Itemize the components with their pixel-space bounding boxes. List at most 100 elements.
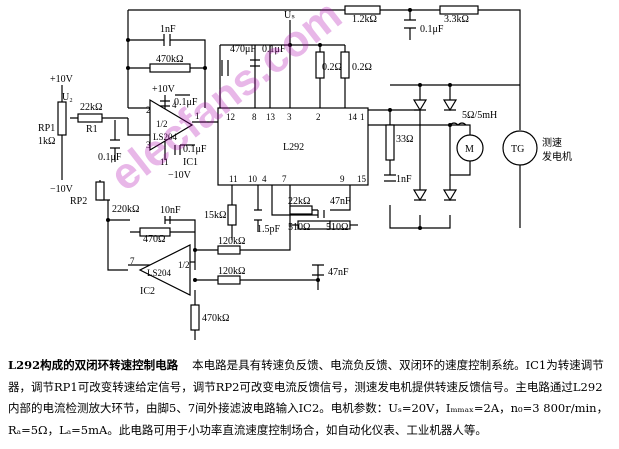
svg-text:33Ω: 33Ω [396,134,413,145]
motor-label: M [465,144,474,155]
ic1-half-label: 1/2 [156,119,168,129]
resistor-15k [227,204,237,226]
svg-text:0.1μF: 0.1μF [262,44,286,55]
svg-text:3.3kΩ: 3.3kΩ [444,14,469,25]
svg-text:+10V: +10V [50,74,74,85]
svg-text:470μF: 470μF [230,44,256,55]
svg-text:0.1μF: 0.1μF [174,97,198,108]
svg-text:120kΩ: 120kΩ [218,236,245,247]
svg-text:0.1μF: 0.1μF [98,152,122,163]
ic1-name-label: LS204 [153,132,178,142]
svg-text:47nF: 47nF [330,196,351,207]
svg-text:510Ω: 510Ω [326,222,348,233]
resistor-33 [385,124,395,161]
pin-3-label: 3 [287,112,292,122]
diode-3 [412,189,428,202]
resistor-1k2 [344,5,381,15]
ic2-half-label: 1/2 [178,260,190,270]
l292-label: L292 [283,142,304,153]
pin-15-label: 15 [357,174,367,184]
svg-text:15kΩ: 15kΩ [204,210,226,221]
pin-12-label: 12 [226,112,235,122]
ic1-pin1: 1 [195,111,200,121]
diodes [412,99,458,202]
caption: L292构成的双闭环转速控制电路本电路是具有转速负反馈、电流负反馈、双闭环的速度… [8,355,612,441]
pin-4-label: 4 [262,174,267,184]
pin-8-label: 8 [252,112,257,122]
diode-4 [442,189,458,202]
svg-text:0.2Ω: 0.2Ω [322,62,342,73]
svg-text:1.5pF: 1.5pF [257,224,281,235]
svg-text:220kΩ: 220kΩ [112,204,139,215]
svg-text:测速: 测速 [542,136,562,149]
resistors [57,5,479,331]
resistor-470k-bot [190,304,200,331]
motor-icon [456,134,484,162]
resistor-470 [139,227,171,237]
resistor-22k-b [289,205,313,215]
ic1-pin2: 2 [146,105,151,115]
svg-text:22kΩ: 22kΩ [80,102,102,113]
svg-text:1nF: 1nF [396,174,412,185]
resistor-470k-top [149,63,191,73]
resistor-3k3 [439,5,479,15]
pin-1-label: 1 [360,112,365,122]
svg-text:1.2kΩ: 1.2kΩ [352,14,377,25]
potentiometer-rp1 [57,101,67,136]
resistor-510-b [329,220,351,230]
svg-text:R1: R1 [86,124,98,135]
ic2-label: IC2 [140,286,155,297]
ic1-opamp [149,98,194,152]
svg-text:+10V: +10V [152,84,176,95]
inductor-icon [449,122,467,126]
pin-14-label: 14 [348,112,358,122]
svg-text:−10V: −10V [168,170,192,181]
ic1-pin3: 3 [146,140,151,150]
pin-7-label: 7 [282,174,287,184]
svg-text:470Ω: 470Ω [143,234,165,245]
svg-text:510Ω: 510Ω [288,222,310,233]
svg-text:47nF: 47nF [328,267,349,278]
svg-text:0.1μF: 0.1μF [420,24,444,35]
svg-text:发电机: 发电机 [542,150,572,163]
pin-11-label: 11 [229,174,238,184]
svg-text:−10V: −10V [50,184,74,195]
pin-13-label: 13 [266,112,276,122]
caption-body: 本电路是具有转速负反馈、电流负反馈、双闭环的速度控制系统。IC1为转速调节器，调… [8,358,609,437]
svg-text:RP1: RP1 [38,123,55,134]
pin-9-label: 9 [340,174,345,184]
svg-text:0.2Ω: 0.2Ω [352,62,372,73]
potentiometer-rp2 [95,181,105,201]
svg-text:10nF: 10nF [160,205,181,216]
svg-text:470kΩ: 470kΩ [202,313,229,324]
svg-text:22kΩ: 22kΩ [288,196,310,207]
svg-text:1kΩ: 1kΩ [38,136,55,147]
svg-text:1nF: 1nF [160,24,176,35]
diode-2 [442,99,458,112]
capacitors [110,19,416,276]
ic1-pin11: 11 [160,157,169,167]
resistor-0.2-a [315,51,325,79]
component-labels: Uₛ 1.2kΩ 3.3kΩ 0.1μF 1nF 470kΩ 470μF 0.1… [38,10,572,324]
ic1-pin4: 4 [172,100,177,110]
resistor-120k-b [217,275,241,285]
diode-1 [412,99,428,112]
svg-text:0.1μF: 0.1μF [183,144,207,155]
pin-2-label: 2 [316,112,321,122]
svg-text:5Ω/5mH: 5Ω/5mH [462,110,497,121]
svg-text:RP2: RP2 [70,196,87,207]
svg-text:Uₛ: Uₛ [284,10,295,21]
ic2-name-label: LS204 [147,268,172,278]
pin-10-label: 10 [248,174,258,184]
resistor-0.2-b [340,51,350,79]
svg-text:120kΩ: 120kΩ [218,266,245,277]
svg-text:470kΩ: 470kΩ [156,54,183,65]
ic2-pin7: 7 [130,256,135,266]
ic2-opamp [138,244,191,296]
caption-title: L292构成的双闭环转速控制电路 [8,358,179,372]
tg-label: TG [511,144,524,155]
svg-text:U₂: U₂ [62,92,73,103]
junction-dots [106,8,452,282]
